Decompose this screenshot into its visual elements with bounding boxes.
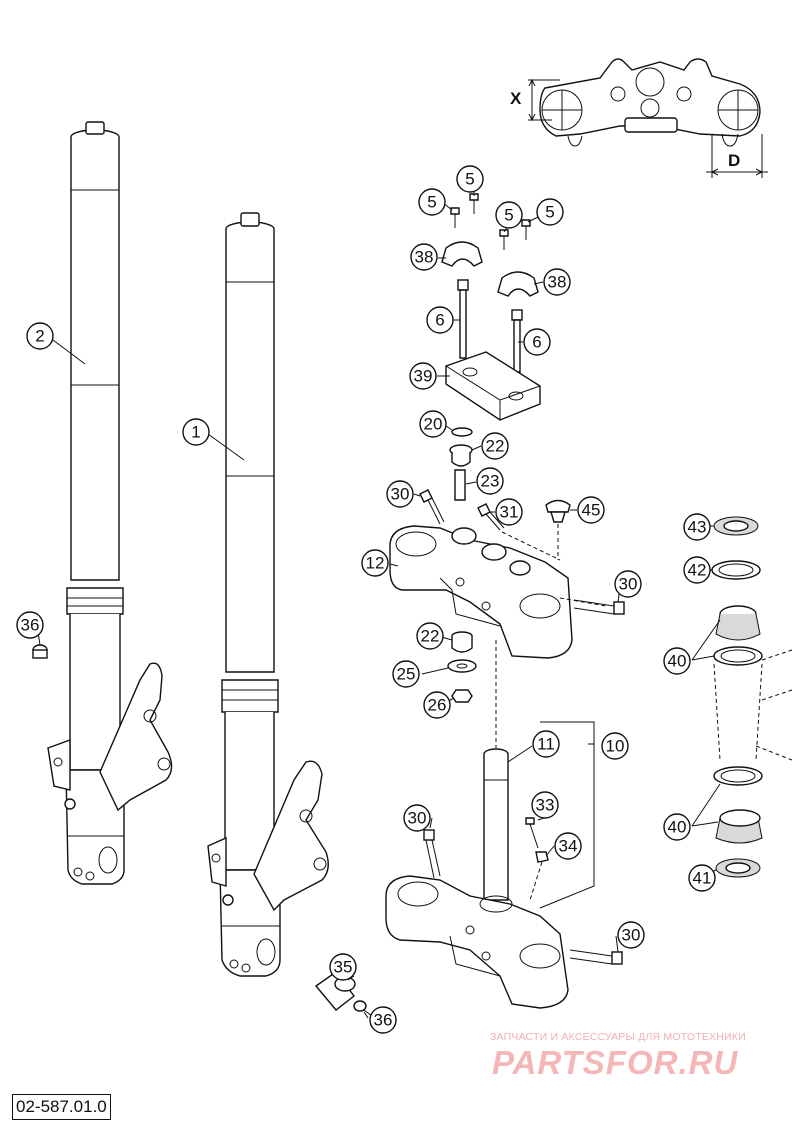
callout-22-b: 22 bbox=[416, 622, 444, 650]
lower-triple-clamp-10 bbox=[385, 875, 569, 1009]
svg-text:41: 41 bbox=[693, 869, 712, 888]
callout-12: 12 bbox=[361, 549, 389, 577]
svg-text:10: 10 bbox=[606, 737, 625, 756]
callout-5-d: 5 bbox=[536, 198, 564, 226]
bearing-set-right bbox=[711, 516, 793, 878]
svg-text:12: 12 bbox=[366, 554, 385, 573]
callout-11: 11 bbox=[532, 730, 560, 758]
svg-text:40: 40 bbox=[668, 652, 687, 671]
dimension-d-label: D bbox=[728, 151, 740, 170]
svg-text:34: 34 bbox=[559, 837, 578, 856]
washer-bushing-pin-20-22-23 bbox=[449, 427, 473, 501]
callout-33: 33 bbox=[531, 791, 559, 819]
svg-text:11: 11 bbox=[537, 735, 555, 754]
svg-text:23: 23 bbox=[481, 472, 500, 491]
svg-text:38: 38 bbox=[548, 273, 567, 292]
svg-text:43: 43 bbox=[688, 518, 707, 537]
callout-25: 25 bbox=[392, 660, 420, 688]
callout-30-a: 30 bbox=[386, 480, 414, 508]
svg-text:40: 40 bbox=[668, 818, 687, 837]
riser-bar-39 bbox=[445, 351, 541, 421]
callout-38-b: 38 bbox=[543, 268, 571, 296]
svg-text:5: 5 bbox=[465, 170, 474, 189]
callout-22-a: 22 bbox=[481, 432, 509, 460]
svg-text:35: 35 bbox=[334, 958, 353, 977]
svg-text:25: 25 bbox=[397, 665, 416, 684]
bushing-washer-nut-22-25-26 bbox=[447, 631, 477, 703]
svg-text:36: 36 bbox=[21, 616, 40, 635]
svg-text:30: 30 bbox=[619, 575, 638, 594]
watermark-caption: ЗАПЧАСТИ И АКСЕССУАРЫ ДЛЯ МОТОТЕХНИКИ bbox=[490, 1031, 746, 1043]
cap-36-left bbox=[32, 631, 48, 659]
screw-30-left-lower bbox=[423, 829, 441, 879]
svg-text:20: 20 bbox=[424, 415, 443, 434]
svg-text:31: 31 bbox=[500, 503, 519, 522]
screw-30-right-upper bbox=[559, 597, 625, 615]
steering-stem-11 bbox=[483, 640, 509, 901]
callout-30-c: 30 bbox=[403, 804, 431, 832]
callout-1: 1 bbox=[182, 418, 210, 446]
svg-text:33: 33 bbox=[536, 796, 555, 815]
clamp-dimension-inset: X D bbox=[510, 58, 768, 178]
watermark-brand: PARTSFOR.RU bbox=[492, 1044, 739, 1081]
callout-6-a: 6 bbox=[426, 306, 454, 334]
svg-text:1: 1 bbox=[191, 423, 200, 442]
svg-text:39: 39 bbox=[414, 367, 433, 386]
callout-35: 35 bbox=[329, 953, 357, 981]
callout-5-b: 5 bbox=[456, 165, 484, 193]
callout-23: 23 bbox=[476, 467, 504, 495]
callout-5-c: 5 bbox=[495, 201, 523, 229]
svg-text:38: 38 bbox=[415, 248, 434, 267]
handlebar-clamps-38 bbox=[441, 241, 539, 297]
svg-text:42: 42 bbox=[688, 561, 707, 580]
svg-text:5: 5 bbox=[545, 203, 554, 222]
callout-34: 34 bbox=[554, 832, 582, 860]
svg-text:22: 22 bbox=[421, 627, 440, 646]
callout-5-a: 5 bbox=[418, 188, 446, 216]
screws-30-31-upper bbox=[419, 489, 571, 561]
svg-text:5: 5 bbox=[504, 206, 513, 225]
callout-26: 26 bbox=[423, 691, 451, 719]
document-id-label: 02-587.01.0 bbox=[12, 1094, 111, 1120]
svg-text:30: 30 bbox=[622, 926, 641, 945]
bolts-6 bbox=[457, 279, 523, 373]
svg-text:26: 26 bbox=[428, 696, 447, 715]
svg-text:45: 45 bbox=[582, 501, 601, 520]
svg-text:5: 5 bbox=[427, 193, 436, 212]
callout-20: 20 bbox=[419, 410, 447, 438]
callout-36-left: 36 bbox=[16, 611, 44, 639]
callout-2: 2 bbox=[26, 322, 54, 350]
callout-39: 39 bbox=[409, 362, 437, 390]
svg-text:30: 30 bbox=[391, 485, 410, 504]
callout-30-d: 30 bbox=[617, 921, 645, 949]
svg-text:6: 6 bbox=[435, 311, 444, 330]
callout-38-a: 38 bbox=[410, 243, 438, 271]
callout-30-b: 30 bbox=[614, 570, 642, 598]
svg-text:22: 22 bbox=[486, 437, 505, 456]
callout-40-a: 40 bbox=[663, 647, 691, 675]
callout-6-b: 6 bbox=[523, 328, 551, 356]
callout-10: 10 bbox=[601, 732, 629, 760]
svg-text:2: 2 bbox=[35, 327, 44, 346]
callout-42: 42 bbox=[683, 556, 711, 584]
fork-leg-2 bbox=[47, 121, 173, 885]
callout-43: 43 bbox=[683, 513, 711, 541]
spacer-35-cap-36 bbox=[314, 971, 373, 1017]
callout-41: 41 bbox=[688, 864, 716, 892]
callout-31: 31 bbox=[495, 498, 523, 526]
callout-40-b: 40 bbox=[663, 813, 691, 841]
callout-45: 45 bbox=[577, 496, 605, 524]
svg-text:36: 36 bbox=[374, 1011, 393, 1030]
fork-leg-1 bbox=[207, 212, 329, 977]
svg-text:30: 30 bbox=[408, 809, 427, 828]
dimension-x-label: X bbox=[510, 89, 522, 108]
screw-33-nut-34 bbox=[525, 817, 549, 901]
screw-30-right-lower bbox=[569, 949, 623, 965]
leader-lines bbox=[52, 192, 721, 1019]
callout-36-bottom: 36 bbox=[369, 1006, 397, 1034]
upper-triple-clamp-12 bbox=[389, 525, 573, 659]
svg-text:6: 6 bbox=[532, 333, 541, 352]
